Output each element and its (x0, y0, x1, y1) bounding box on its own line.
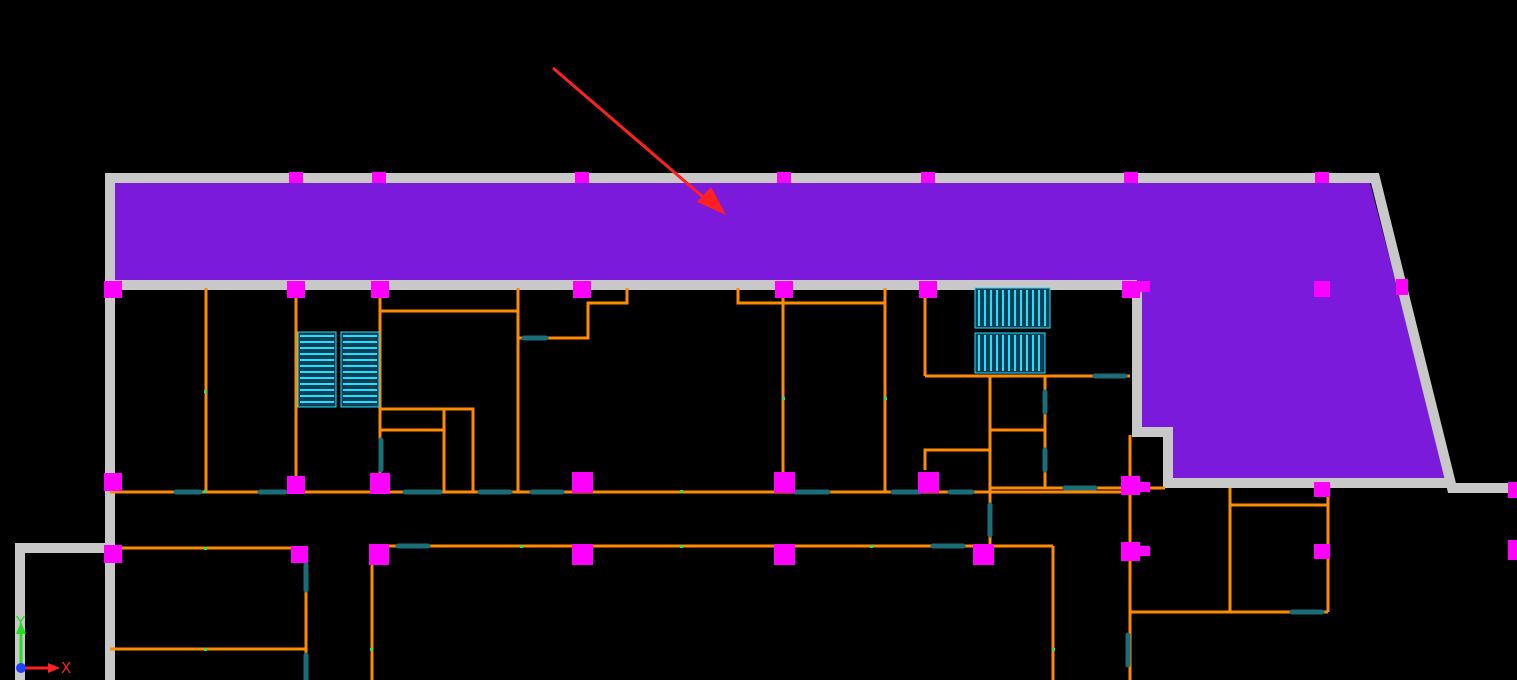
node-markers (204, 390, 1055, 651)
red-arrow (552, 66, 726, 215)
structural-columns (104, 172, 1517, 565)
stair-right-a (974, 287, 1051, 329)
stair-left-b (340, 331, 380, 408)
outer-walls (15, 173, 1517, 680)
x-axis-label: X (61, 659, 72, 677)
y-axis-label: Y (16, 613, 26, 631)
stair-right-b (974, 332, 1046, 374)
axis-indicator (16, 622, 60, 673)
highlighted-corridor-room[interactable] (115, 183, 1448, 483)
door-openings (173, 335, 1325, 680)
stair-left-a (297, 331, 337, 408)
